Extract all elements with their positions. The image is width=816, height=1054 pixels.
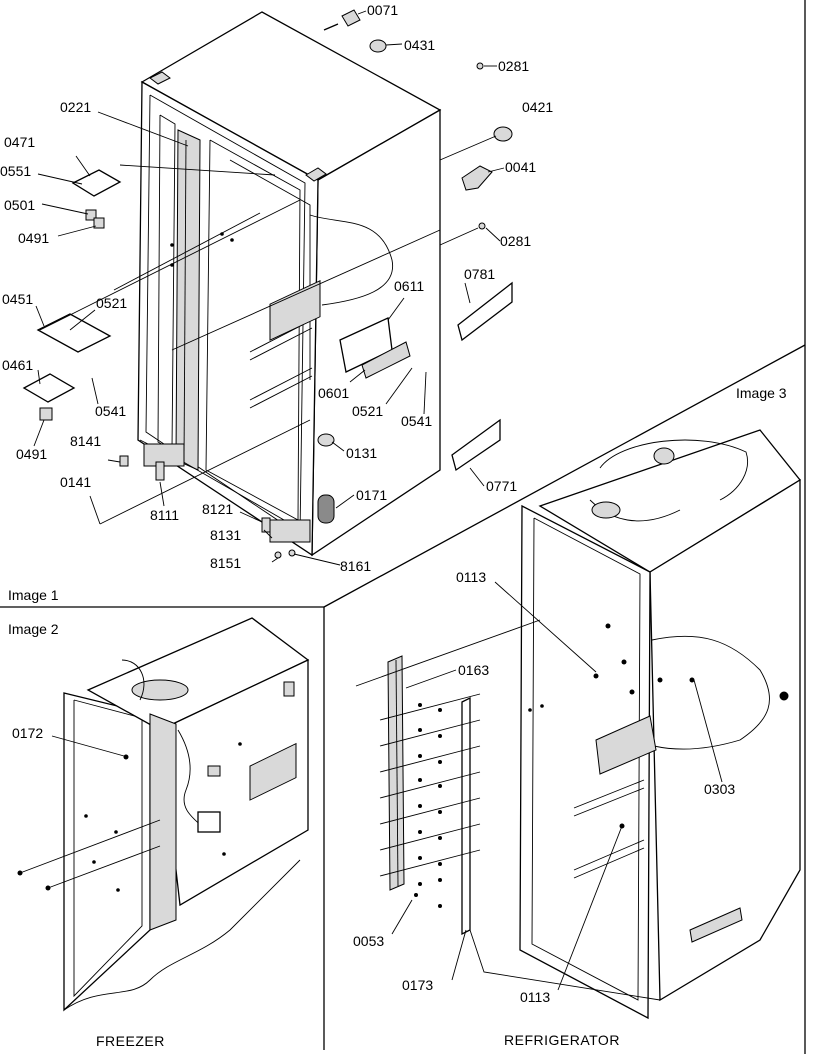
- panel-label-image1: Image 1: [8, 587, 59, 603]
- label-0281-mid: 0281: [500, 233, 531, 249]
- label-8141: 8141: [70, 433, 101, 449]
- hinge-strips: [355, 619, 661, 1001]
- label-0053: 0053: [353, 933, 384, 949]
- label-8121: 8121: [202, 501, 233, 517]
- label-0173: 0173: [402, 977, 433, 993]
- label-0771: 0771: [486, 478, 517, 494]
- label-8161: 8161: [340, 558, 371, 574]
- label-0491-top: 0491: [18, 230, 49, 246]
- label-8131: 8131: [210, 527, 241, 543]
- label-0163: 0163: [458, 662, 489, 678]
- cabinet-parts: [22, 9, 513, 559]
- label-0521-right: 0521: [352, 403, 383, 419]
- captions: FREEZER REFRIGERATOR: [96, 1032, 620, 1049]
- label-0541-right: 0541: [401, 413, 432, 429]
- label-0551: 0551: [0, 163, 31, 179]
- label-0113-top: 0113: [456, 569, 486, 585]
- label-8151: 8151: [210, 555, 241, 571]
- label-0451: 0451: [2, 291, 33, 307]
- label-0471: 0471: [4, 134, 35, 150]
- label-0501: 0501: [4, 197, 35, 213]
- panel-labels: Image 1 Image 2 Image 3: [8, 385, 787, 637]
- label-0601: 0601: [318, 385, 349, 401]
- label-0491-bottom: 0491: [16, 446, 47, 462]
- freezer-drawing: [17, 617, 310, 1012]
- caption-refrigerator: REFRIGERATOR: [504, 1032, 620, 1048]
- caption-freezer: FREEZER: [96, 1033, 165, 1049]
- label-0131: 0131: [346, 445, 377, 461]
- label-0521-left: 0521: [96, 295, 127, 311]
- part-labels: 0071 0431 0281 0421 0041 0281 0781 0221 …: [0, 2, 735, 1005]
- label-0541-left: 0541: [95, 403, 126, 419]
- label-0431: 0431: [404, 37, 435, 53]
- label-0113-bottom: 0113: [520, 989, 550, 1005]
- leaders-image3: [391, 581, 723, 991]
- leaders-image1: [33, 10, 505, 566]
- label-0172: 0172: [12, 725, 43, 741]
- label-0141: 0141: [60, 474, 91, 490]
- label-0461: 0461: [2, 357, 33, 373]
- refrigerator-drawing: [519, 429, 801, 1020]
- leaders-image2: [51, 735, 125, 757]
- label-0221: 0221: [60, 99, 91, 115]
- label-0041: 0041: [505, 159, 536, 175]
- label-8111: 8111: [150, 507, 179, 523]
- label-0071: 0071: [367, 2, 398, 18]
- label-0303: 0303: [704, 781, 735, 797]
- label-0171: 0171: [356, 487, 387, 503]
- label-0281-top: 0281: [498, 58, 529, 74]
- label-0421: 0421: [522, 99, 553, 115]
- label-0781: 0781: [464, 266, 495, 282]
- label-0611: 0611: [394, 278, 424, 294]
- panel-label-image3: Image 3: [736, 385, 787, 401]
- panel-label-image2: Image 2: [8, 621, 59, 637]
